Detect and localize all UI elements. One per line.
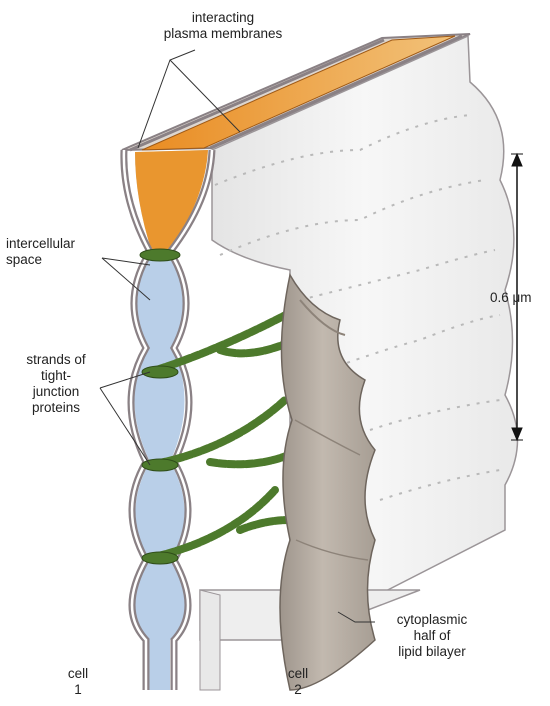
label-cell-2: cell 2 <box>278 666 318 698</box>
label-scale: 0.6 μm <box>490 290 532 306</box>
label-cell-1: cell 1 <box>58 666 98 698</box>
label-intercellular-space: intercellular space <box>6 236 75 268</box>
membrane-cross-section <box>124 150 212 690</box>
label-strands: strands of tight- junction proteins <box>10 352 102 416</box>
label-cytoplasmic-half: cytoplasmic half of lipid bilayer <box>376 612 488 660</box>
label-interacting-membranes: interacting plasma membranes <box>138 10 308 42</box>
